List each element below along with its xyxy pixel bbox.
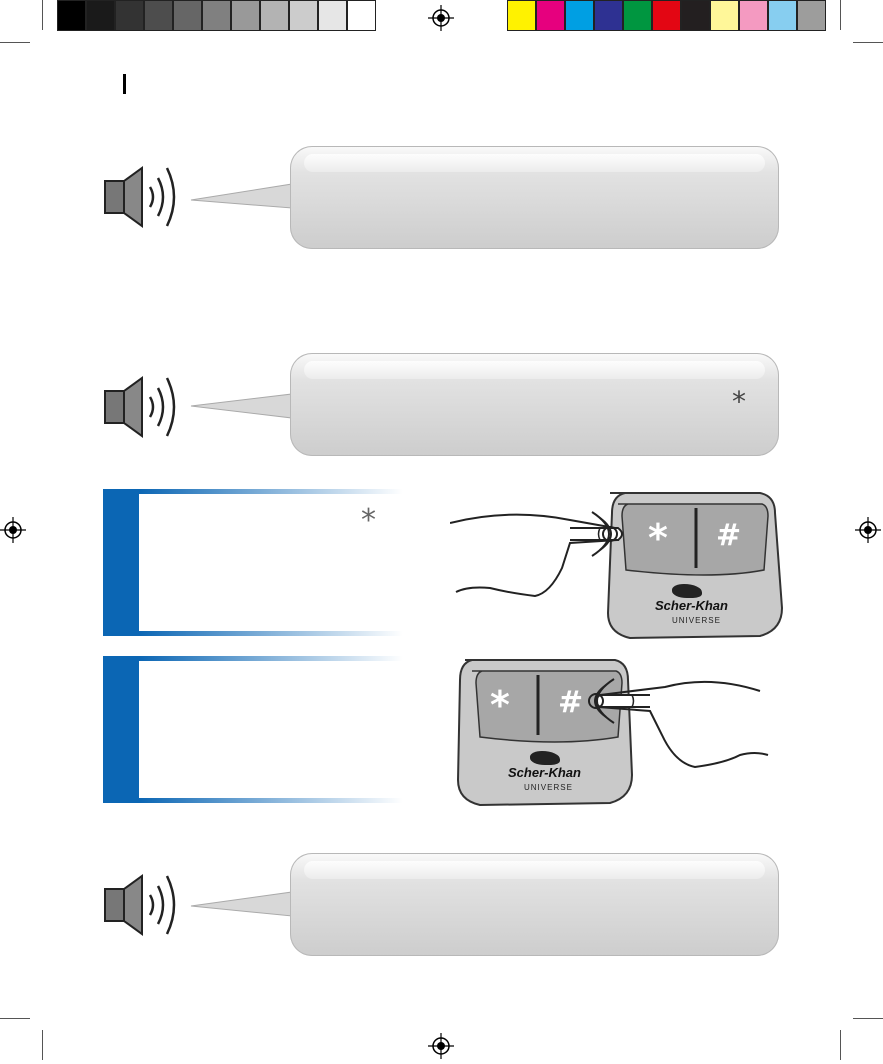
voice-message-bubble-3	[290, 853, 779, 956]
color-swatch	[594, 0, 623, 31]
crop-mark	[42, 1030, 43, 1060]
color-swatch	[652, 0, 681, 31]
keypad-illustration-1: * # Scher-Khan UNIVERSE	[450, 488, 790, 643]
gray-swatch	[260, 0, 289, 31]
keypad-star-key: *	[490, 683, 510, 727]
color-swatch	[507, 0, 536, 31]
keypad-model: UNIVERSE	[524, 783, 573, 792]
gray-swatch	[289, 0, 318, 31]
crop-mark	[0, 1018, 30, 1019]
color-swatch	[768, 0, 797, 31]
tiger-logo-icon	[530, 751, 560, 765]
registration-mark-bottom	[428, 1033, 454, 1059]
step-panel-2	[103, 656, 403, 803]
crop-mark	[853, 42, 883, 43]
color-swatch	[797, 0, 826, 31]
voice-message-bubble-1	[290, 146, 779, 249]
keypad-hash-key: #	[558, 685, 584, 720]
speaker-icon	[104, 166, 293, 228]
color-swatch	[739, 0, 768, 31]
voice-message-bubble-2: *	[290, 353, 779, 456]
color-swatch	[623, 0, 652, 31]
crop-mark	[840, 0, 841, 30]
gray-swatch	[144, 0, 173, 31]
keypad-illustration-2: * # Scher-Khan UNIVERSE	[450, 655, 790, 815]
step-panel-1: *	[103, 489, 403, 636]
gray-swatch	[318, 0, 347, 31]
gray-swatch	[231, 0, 260, 31]
step-stripe	[103, 489, 139, 636]
color-swatch	[536, 0, 565, 31]
keypad-star-key: *	[648, 516, 668, 560]
crop-mark	[853, 1018, 883, 1019]
color-swatch	[565, 0, 594, 31]
registration-mark-top	[428, 5, 454, 31]
gray-swatch	[202, 0, 231, 31]
color-swatch	[710, 0, 739, 31]
step-stripe	[103, 656, 139, 803]
keypad-model: UNIVERSE	[672, 616, 721, 625]
registration-mark-right	[855, 517, 881, 543]
color-swatch	[681, 0, 710, 31]
keypad-brand: Scher-Khan	[655, 598, 728, 613]
gray-swatch	[173, 0, 202, 31]
tiger-logo-icon	[672, 584, 702, 598]
gray-swatch	[115, 0, 144, 31]
crop-mark	[0, 42, 30, 43]
crop-mark	[42, 0, 43, 30]
asterisk-key-symbol: *	[361, 503, 376, 538]
gray-swatch	[86, 0, 115, 31]
gray-swatch	[57, 0, 86, 31]
registration-mark-left	[0, 517, 26, 543]
page-marker	[123, 74, 126, 94]
crop-mark	[840, 1030, 841, 1060]
speaker-icon	[104, 376, 293, 438]
speaker-icon	[104, 874, 293, 936]
keypad-hash-key: #	[716, 518, 742, 553]
gray-swatch	[347, 0, 376, 31]
keypad-brand: Scher-Khan	[508, 765, 581, 780]
asterisk-key-symbol: *	[732, 385, 746, 418]
